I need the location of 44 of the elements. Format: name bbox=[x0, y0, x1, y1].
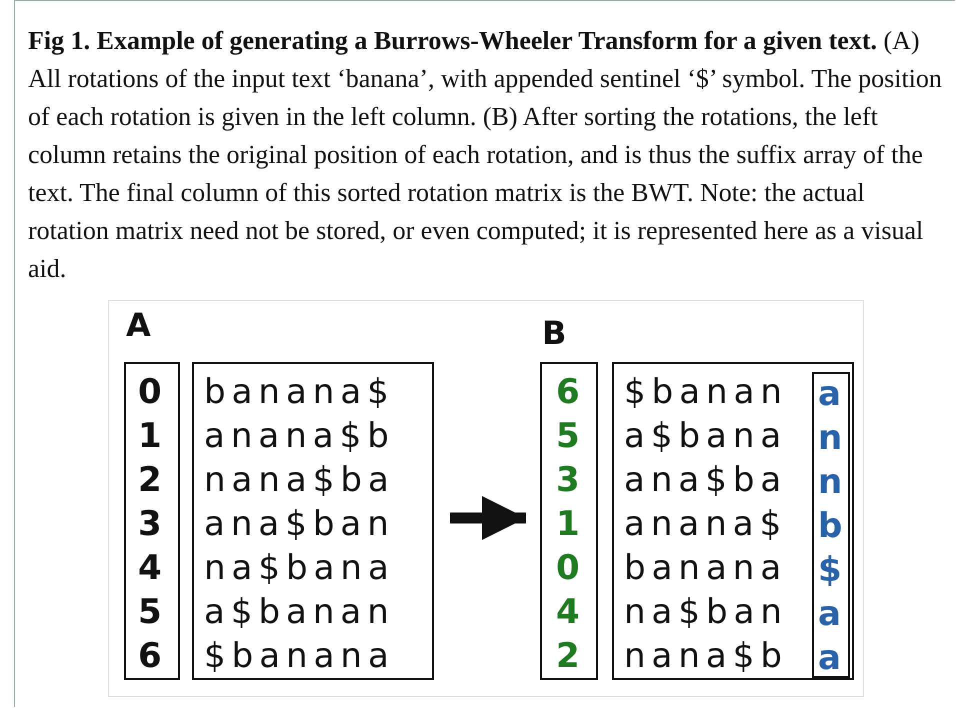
rotation-text: na$ban bbox=[624, 591, 788, 634]
rotation-text: a$bana bbox=[624, 415, 788, 458]
index-column-box bbox=[124, 362, 180, 680]
bwt-letter: a bbox=[818, 594, 841, 634]
index-number: 0 bbox=[138, 371, 162, 414]
bwt-column-box bbox=[812, 372, 850, 678]
rotation-text: ana$ba bbox=[624, 459, 788, 502]
index-number: 5 bbox=[138, 591, 162, 634]
index-column-box bbox=[540, 362, 598, 680]
index-number: 2 bbox=[138, 459, 162, 502]
bwt-letter: n bbox=[818, 418, 842, 458]
rotation-text: banana bbox=[624, 547, 788, 590]
rotation-text: nana$b bbox=[624, 635, 788, 678]
index-number: 2 bbox=[556, 635, 580, 678]
rotation-text: banana$ bbox=[204, 371, 395, 414]
rotation-matrix-box bbox=[612, 362, 854, 680]
rotation-text: $banan bbox=[624, 371, 788, 414]
rotation-text: $banana bbox=[204, 635, 395, 678]
rotation-text: ana$ban bbox=[204, 503, 395, 546]
rotation-text: nana$ba bbox=[204, 459, 395, 502]
bwt-letter: b bbox=[818, 506, 842, 546]
index-number: 5 bbox=[556, 415, 580, 458]
rotation-matrix-box bbox=[192, 362, 434, 680]
bwt-letter: n bbox=[818, 462, 842, 502]
arrow bbox=[450, 496, 526, 540]
rotation-text: anana$ bbox=[624, 503, 788, 546]
index-number: 4 bbox=[556, 591, 580, 634]
caption: Fig 1. Example of generating a Burrows-Wheeler Transform for a given text. (A) All rotations of the input text ‘banana’, with appended sentinel ‘$’ symbol. The position of each rotation is given in the left column. (B) After sorting the rotations, the left column retains the original position of each rotation, and is thus the suffix array of the text. The final column of this sorted rotation matrix is the BWT. Note: the actual rotation matrix need not be stored, or even computed; it is represented here as a visual aid. bbox=[28, 25, 943, 285]
bwt-letter: a bbox=[818, 374, 841, 414]
panel-letter: A bbox=[126, 306, 151, 344]
index-number: 0 bbox=[556, 547, 580, 590]
index-number: 4 bbox=[138, 547, 162, 590]
rotation-text: na$bana bbox=[204, 547, 395, 590]
bwt-letter: $ bbox=[818, 550, 842, 590]
index-number: 1 bbox=[138, 415, 162, 458]
index-number: 6 bbox=[556, 371, 580, 414]
index-number: 3 bbox=[138, 503, 162, 546]
rotation-text: anana$b bbox=[204, 415, 395, 458]
index-number: 1 bbox=[556, 503, 580, 546]
rotation-text: a$banan bbox=[204, 591, 395, 634]
bwt-letter: a bbox=[818, 638, 841, 678]
panel-letter: B bbox=[542, 314, 566, 352]
index-number: 6 bbox=[138, 635, 162, 678]
index-number: 3 bbox=[556, 459, 580, 502]
